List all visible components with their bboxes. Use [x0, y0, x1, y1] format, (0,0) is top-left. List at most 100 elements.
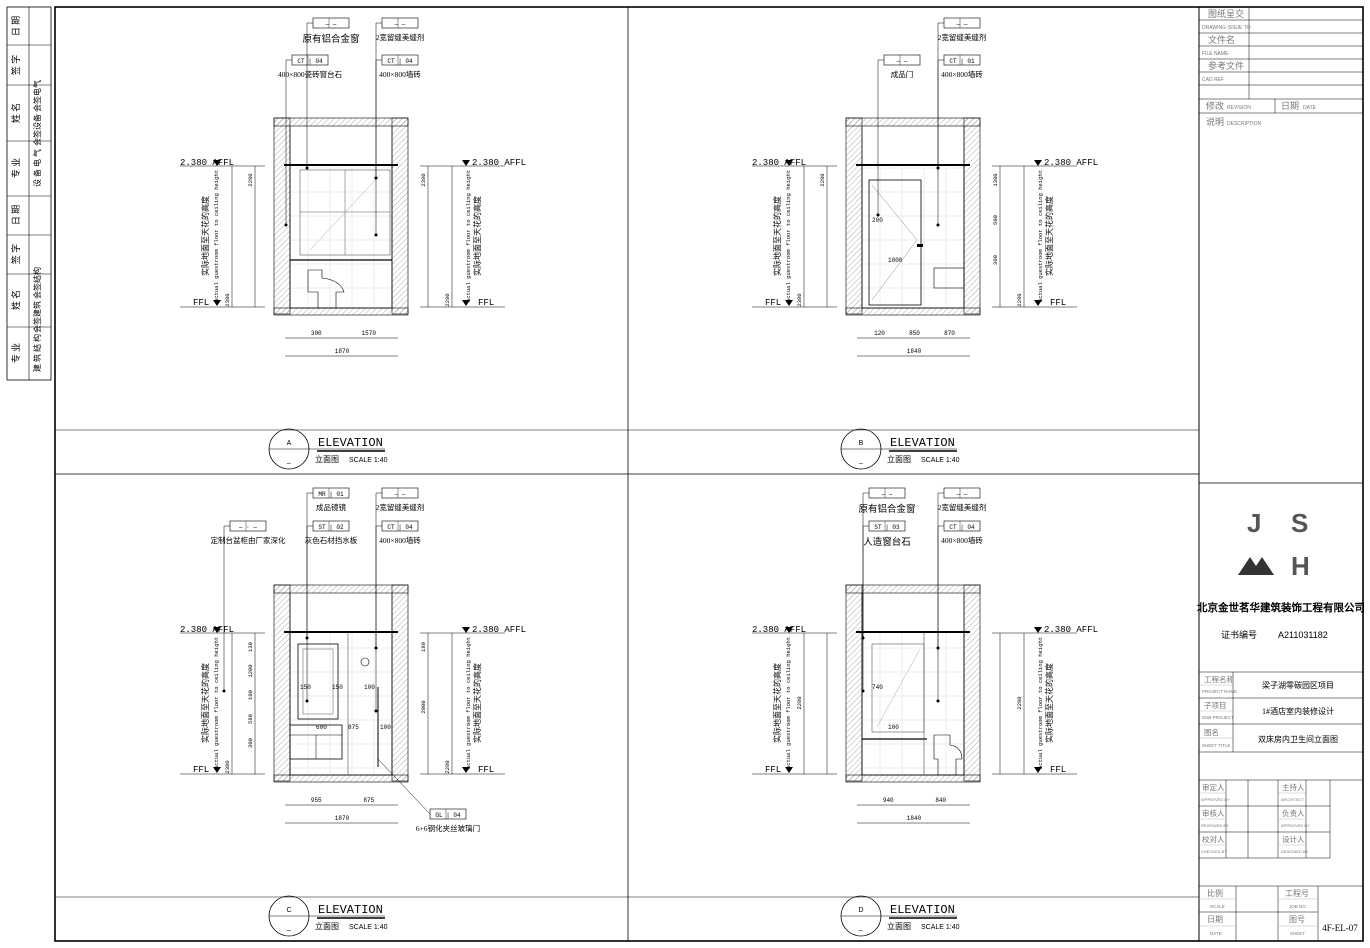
inner-dimension-label: 150	[300, 684, 311, 691]
material-code: — —	[956, 491, 968, 498]
sheet-no-en: SHEET	[1290, 931, 1305, 936]
date2-cn: 日期	[1207, 915, 1223, 924]
cert-label: 证书编号	[1221, 629, 1257, 640]
material-name: 400×800墙砖	[379, 535, 421, 545]
material-tag: — — 原有铝合金窗	[858, 487, 916, 640]
floor-section	[845, 774, 981, 783]
floor-section	[273, 774, 409, 783]
ffl-label-right: FFL	[1050, 298, 1066, 308]
elevation-cn: 立面图	[315, 454, 339, 464]
title-block: 图纸呈交 DRAWING ISSUE TO 文件名 FILE NAME 参考文件…	[1197, 7, 1365, 941]
checked-by-cn: 校对人	[1202, 834, 1225, 844]
material-code: CT | 04	[387, 524, 413, 531]
bottom-dimension-label: 300	[311, 330, 322, 337]
material-name: 2宽留缝美缝剂	[376, 32, 425, 42]
logo-mountain-icon	[1238, 557, 1274, 575]
ceiling-section	[845, 117, 981, 127]
floor-section	[273, 307, 409, 316]
material-name: 原有铝合金窗	[858, 503, 915, 515]
level-label-right: 2.380 AFFL	[1044, 625, 1098, 635]
ffl-marker-icon	[213, 767, 221, 773]
material-name: 定制台盆柜由厂家深化	[211, 535, 286, 545]
side-note-en: actual guestroom floor to ceiling height	[785, 170, 792, 302]
level-marker-icon	[462, 627, 470, 633]
ffl-label-left: FFL	[193, 298, 209, 308]
dimension-label: 580	[247, 714, 254, 724]
level-label-left: 2.380 AFFL	[180, 158, 234, 168]
material-name: 成品镜镜	[316, 502, 346, 512]
stamp-value: 设 备 电 气	[32, 149, 42, 187]
architect-en: ARCHITECT	[1281, 797, 1304, 802]
side-note-en: actual guestroom floor to ceiling height	[213, 170, 220, 302]
material-code: GL | 04	[435, 812, 461, 819]
side-note-cn: 实际地面至天花的高度	[1044, 196, 1054, 276]
level-label-left: 2.380 AFFL	[180, 625, 234, 635]
revision-cn: 修改	[1206, 100, 1224, 111]
material-name: 人造窗台石	[863, 536, 911, 548]
logo-letter: S	[1291, 508, 1308, 538]
door-handle-icon	[917, 244, 923, 247]
ffl-label-right: FFL	[478, 298, 494, 308]
elevation-sub-mark: _	[286, 924, 291, 931]
material-code: — —	[881, 491, 893, 498]
floor-section	[845, 307, 981, 316]
cad-ref-en: CAD REF	[1202, 77, 1224, 83]
ffl-label-left: FFL	[765, 765, 781, 775]
approved-by-cn: 审定人	[1202, 782, 1225, 792]
scale-en: SCALE	[1210, 904, 1225, 909]
bottom-dimension-label: 840	[935, 797, 946, 804]
level-label-right: 2.380 AFFL	[472, 625, 526, 635]
dimension-label: 1380	[992, 173, 999, 186]
wall-section-left	[273, 584, 291, 782]
side-note-en: actual guestroom floor to ceiling height	[1037, 637, 1044, 769]
elevation-scale: SCALE 1:40	[349, 924, 388, 931]
dimension-label: 2380	[796, 293, 803, 306]
dimension-label: 180	[420, 642, 427, 652]
side-note-cn: 实际地面至天花的高度	[472, 663, 482, 743]
elevation-panels: 2.380 AFFL 2.380 AFFL FFL FFL 实际地面至天花的高度 actu…	[180, 17, 1098, 937]
dimension-label: 2280	[796, 696, 803, 709]
revision-en: REVISION	[1227, 105, 1251, 111]
elevation-letter: A	[287, 440, 292, 447]
ceiling-section	[273, 584, 409, 594]
elevation-scale: SCALE 1:40	[921, 457, 960, 464]
dimension-label: 2280	[1016, 293, 1023, 306]
dimension-label: 500	[992, 215, 999, 225]
file-name-cn: 文件名	[1208, 34, 1235, 45]
elevation-letter: B	[859, 440, 864, 447]
material-name: 2宽留缝美缝剂	[938, 502, 987, 512]
ffl-marker-icon	[213, 300, 221, 306]
description-cn: 说明	[1206, 116, 1224, 127]
dimension-label: 2380	[224, 293, 231, 306]
cert-number: A211031182	[1278, 630, 1328, 640]
material-tag: — · —定制台盆柜由厂家深化	[211, 520, 286, 693]
wall-section-right	[963, 584, 981, 782]
person-in-charge-en: APPROVED BY	[1281, 823, 1310, 828]
ceiling-section	[273, 117, 409, 127]
elevation-sub-mark: _	[858, 457, 863, 464]
bottom-dimension-label: 870	[944, 330, 955, 337]
vanity-counter	[933, 267, 965, 289]
company-name: 北京金世茗华建筑装饰工程有限公司	[1197, 601, 1365, 614]
designed-by-en: DESIGNED BY	[1281, 849, 1309, 854]
elevation-scale: SCALE 1:40	[921, 924, 960, 931]
stamp-label: 日 期	[11, 205, 21, 225]
stamp-value: 会签设备 会签电气	[32, 80, 42, 146]
cad-ref-cn: 参考文件	[1208, 60, 1244, 71]
sub-project-cn: 子项目	[1204, 701, 1227, 710]
level-label-left: 2.380 AFFL	[752, 158, 806, 168]
ceiling-section	[845, 584, 981, 594]
dimension-label: 300	[992, 255, 999, 265]
